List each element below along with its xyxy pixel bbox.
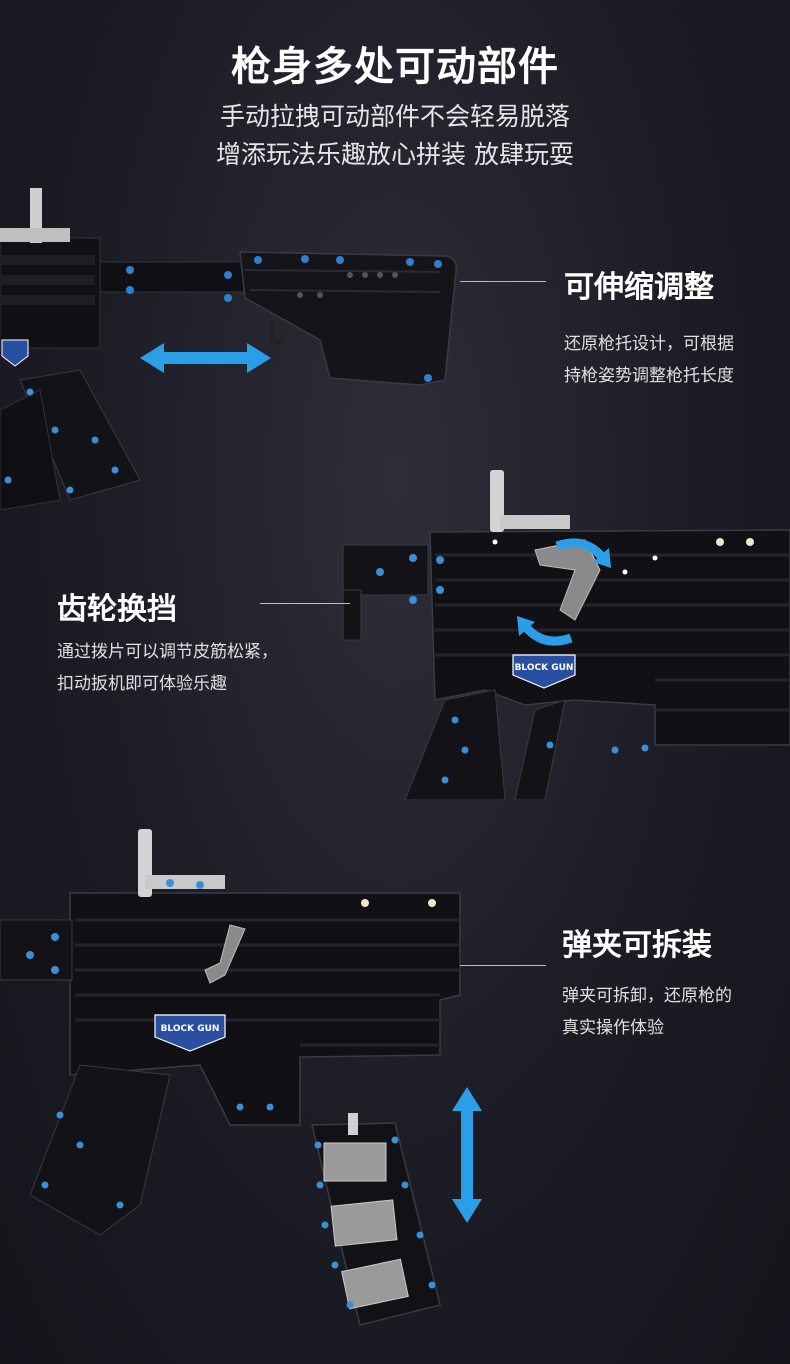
- leader-line-3: [460, 965, 546, 966]
- feature-desc-gear-2: 扣动扳机即可体验乐趣: [57, 674, 227, 694]
- feature-title-stock: 可伸缩调整: [564, 270, 714, 305]
- page-title: 枪身多处可动部件: [231, 44, 559, 90]
- badge-text-3: BLOCK GUN: [161, 1024, 220, 1034]
- badge-text-2: BLOCK GUN: [515, 663, 574, 673]
- rotation-arrows-icon: [517, 538, 611, 646]
- gun-gear-image: BLOCK GUN: [342, 470, 790, 800]
- feature-desc-stock-2: 持枪姿势调整枪托长度: [564, 366, 734, 386]
- subtitle-line-2: 增添玩法乐趣放心拼装 放肆玩耍: [216, 140, 574, 169]
- detached-magazine: [311, 1113, 441, 1326]
- gun-stock-image: [0, 188, 458, 511]
- feature-desc-magazine-1: 弹夹可拆卸，还原枪的: [562, 986, 732, 1006]
- feature-desc-gear-1: 通过拨片可以调节皮筋松紧，: [57, 642, 278, 662]
- double-arrow-vertical-icon: [452, 1087, 482, 1223]
- feature-desc-stock-1: 还原枪托设计，可根据: [564, 334, 734, 354]
- leader-line-2: [260, 603, 350, 604]
- subtitle-line-1: 手动拉拽可动部件不会轻易脱落: [219, 102, 570, 131]
- block-gun-badge-2: BLOCK GUN: [512, 654, 576, 689]
- feature-title-gear: 齿轮换挡: [57, 592, 177, 627]
- leader-line-1: [460, 281, 546, 282]
- feature-title-magazine: 弹夹可拆装: [562, 928, 712, 963]
- double-arrow-horizontal-icon: [140, 343, 271, 373]
- gun-magazine-image: BLOCK GUN: [0, 829, 461, 1326]
- block-gun-badge-3: BLOCK GUN: [154, 1014, 226, 1052]
- feature-desc-magazine-2: 真实操作体验: [562, 1018, 664, 1038]
- block-gun-badge-1: [1, 339, 29, 367]
